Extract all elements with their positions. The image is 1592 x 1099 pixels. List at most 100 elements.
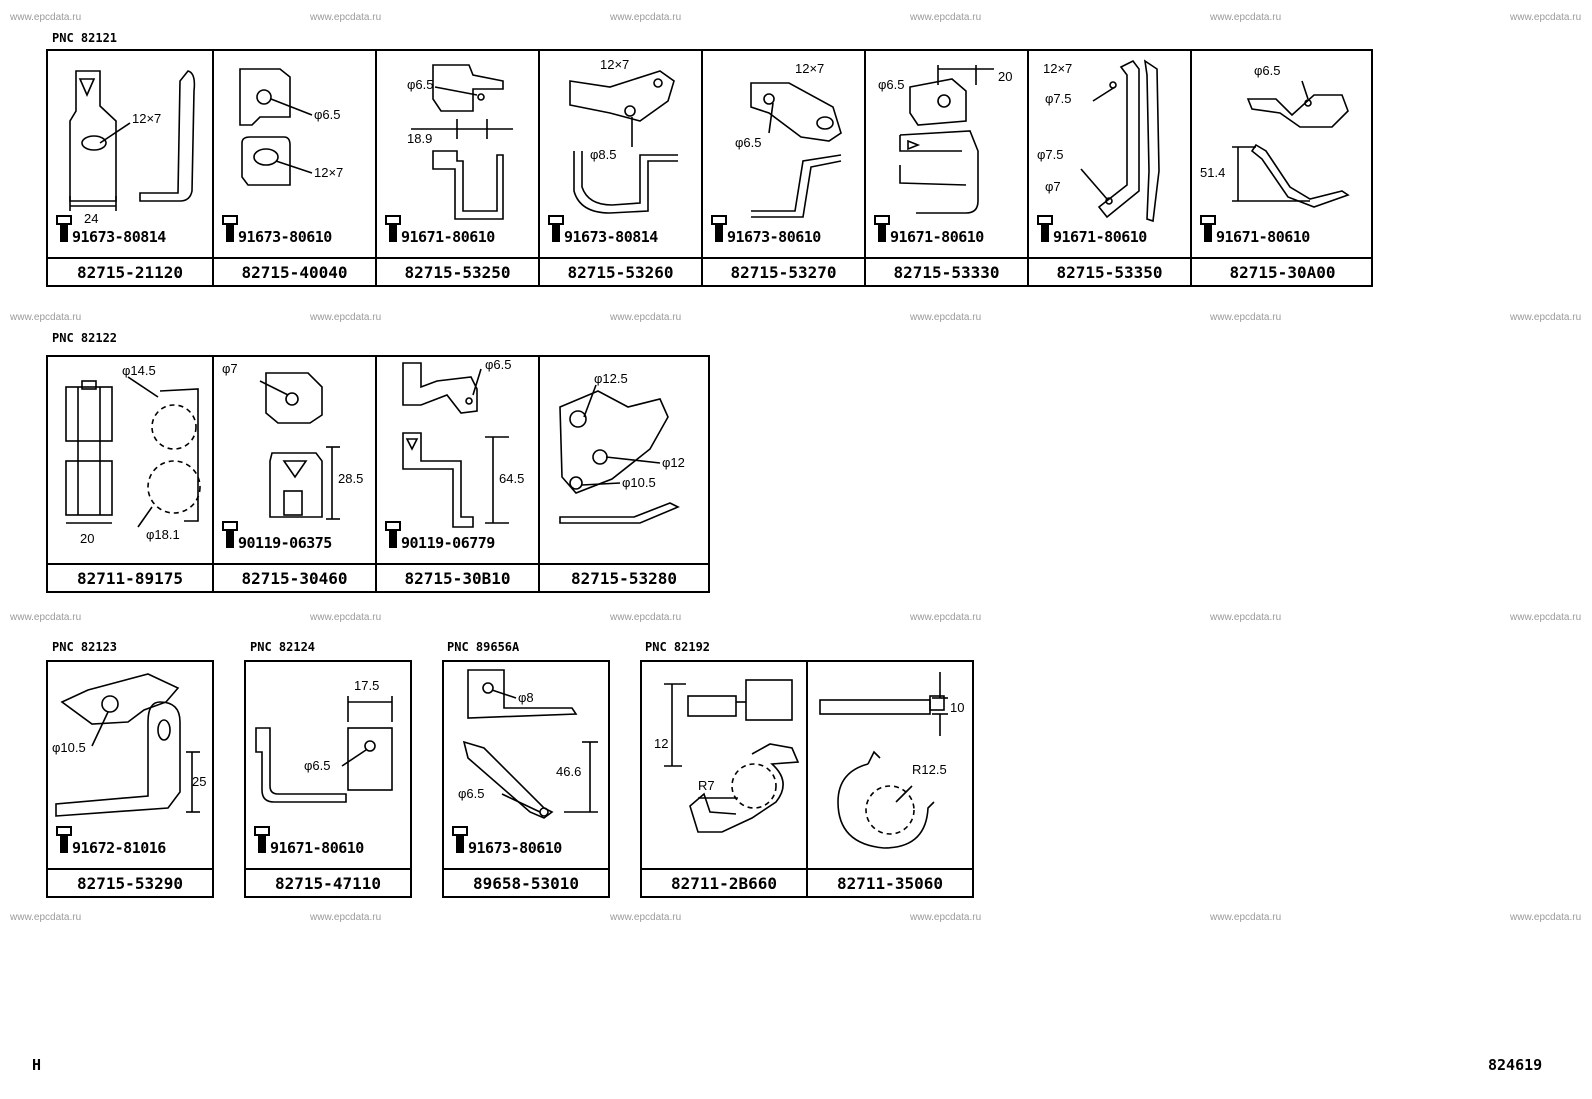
bracket-drawing: φ8 46.6 φ6.5 [458,669,598,819]
bracket-drawing: 12×7 24 [69,70,196,226]
dim-label: 46.6 [556,764,581,779]
part-number: 82715-53270 [703,257,864,287]
part-cell[interactable]: φ7 28.5 90119-06375 82715-30460 [214,357,377,591]
dim-label: 18.9 [407,131,432,146]
bolt-part-number: 91673-80610 [468,839,562,857]
clip-drawing: 12 R7 [654,679,800,833]
dim-label: φ18.1 [146,527,180,542]
bracket-drawing: φ6.5 18.9 [407,64,513,220]
bolt-part-number: 91672-81016 [72,839,166,857]
bolt-icon [1037,215,1053,242]
parts-table-82122: φ14.5 20 φ18.1 82711-89175 φ7 28.5 [46,355,710,593]
part-cell[interactable]: 12×7 φ6.5 91673-80610 82715-53270 [703,51,866,285]
bolt-icon [1200,215,1216,242]
part-cell[interactable]: φ6.5 12×7 91673-80610 82715-40040 [214,51,377,285]
watermark-text: www.epcdata.ru [1210,912,1282,923]
bolt-icon [222,521,238,548]
dim-label: 28.5 [338,471,363,486]
bolt-icon [385,521,401,548]
watermark-text: www.epcdata.ru [610,612,682,623]
pnc-label: PNC 82124 [250,640,316,654]
part-number: 82715-21120 [48,257,212,287]
part-cell[interactable]: φ6.5 64.5 90119-06779 82715-30B10 [377,357,540,591]
watermark-text: www.epcdata.ru [10,612,82,623]
part-cell[interactable]: 12 R7 82711-2B660 [642,662,808,896]
part-cell[interactable]: φ14.5 20 φ18.1 82711-89175 [48,357,214,591]
part-number: 82715-30A00 [1192,257,1373,287]
watermark-text: www.epcdata.ru [310,12,382,23]
pnc-label: PNC 82122 [52,331,118,345]
watermark-text: www.epcdata.ru [1510,12,1582,23]
pnc-label: PNC 82121 [52,31,118,45]
bracket-drawing: φ6.5 20 [878,65,1012,214]
watermark-text: www.epcdata.ru [310,612,382,623]
part-cell[interactable]: 10 R12.5 82711-35060 [808,662,972,896]
bracket-drawing: 12×7 φ8.5 [569,57,678,214]
pnc-label: PNC 82123 [52,640,118,654]
part-cell[interactable]: φ12.5 φ12 φ10.5 82715-53280 [540,357,708,591]
bolt-icon [548,215,564,242]
part-cell[interactable]: 12×7 φ7.5 φ7.5 φ7 91671-80610 82715-5335… [1029,51,1192,285]
bolt-part-number: 91671-80610 [270,839,364,857]
parts-table-82121: 12×7 24 91673-80814 82715-21120 φ6.5 12×… [46,49,1373,287]
bolt-icon [56,826,72,853]
part-number: 82715-30460 [214,563,375,593]
bolt-icon [711,215,727,242]
dim-label: φ6.5 [458,786,485,801]
dim-label: 51.4 [1200,165,1225,180]
dim-label: φ7 [222,361,238,376]
dim-label: φ6.5 [485,357,512,372]
part-number: 82715-53290 [48,868,212,898]
dim-label: φ6.5 [1254,63,1281,78]
part-number: 89658-53010 [444,868,608,898]
bracket-drawing: φ10.5 25 [52,673,206,817]
part-cell[interactable]: φ6.5 51.4 91671-80610 82715-30A00 [1192,51,1373,285]
dim-label: 17.5 [354,678,379,693]
dim-label: 12×7 [314,165,343,180]
watermark-text: www.epcdata.ru [10,912,82,923]
bolt-icon [452,826,468,853]
watermark-text: www.epcdata.ru [1210,312,1282,323]
dim-label: 12×7 [795,61,824,76]
part-cell[interactable]: φ8 46.6 φ6.5 91673-80610 89658-53010 [444,662,608,896]
part-cell[interactable]: φ10.5 25 91672-81016 82715-53290 [48,662,212,896]
part-cell[interactable]: 12×7 24 91673-80814 82715-21120 [48,51,214,285]
dim-label: 24 [84,211,98,226]
dim-label: 12×7 [1043,61,1072,76]
dim-label: 20 [80,531,94,546]
bracket-drawing: 12×7 φ6.5 [735,61,842,218]
part-cell[interactable]: 17.5 φ6.5 91671-80610 82715-47110 [246,662,410,896]
bolt-part-number: 91671-80610 [1216,228,1310,246]
bracket-drawing: φ6.5 64.5 [402,357,524,528]
watermark-text: www.epcdata.ru [10,312,82,323]
bolt-part-number: 91673-80610 [727,228,821,246]
bolt-icon [254,826,270,853]
part-number: 82711-35060 [808,868,972,898]
watermark-text: www.epcdata.ru [1510,312,1582,323]
bolt-icon [222,215,238,242]
dim-label: φ12 [662,455,685,470]
dim-label: φ6.5 [314,107,341,122]
part-number: 82715-47110 [246,868,410,898]
dim-label: R12.5 [912,762,947,777]
watermark-text: www.epcdata.ru [910,612,982,623]
part-number: 82715-40040 [214,257,375,287]
watermark-text: www.epcdata.ru [1210,12,1282,23]
dim-label: φ8.5 [590,147,617,162]
watermark-text: www.epcdata.ru [1210,612,1282,623]
part-number: 82715-53330 [866,257,1027,287]
part-cell[interactable]: φ6.5 20 91671-80610 82715-53330 [866,51,1029,285]
part-number: 82715-30B10 [377,563,538,593]
dim-label: φ6.5 [878,77,905,92]
part-cell[interactable]: φ6.5 18.9 91671-80610 82715-53250 [377,51,540,285]
part-number: 82711-2B660 [642,868,806,898]
part-cell[interactable]: 12×7 φ8.5 91673-80814 82715-53260 [540,51,703,285]
dim-label: 25 [192,774,206,789]
watermark-text: www.epcdata.ru [1510,912,1582,923]
dim-label: φ6.5 [735,135,762,150]
bracket-drawing: φ6.5 51.4 [1200,63,1350,208]
bolt-part-number: 90119-06779 [401,534,495,552]
dim-label: φ10.5 [52,740,86,755]
bolt-part-number: 91671-80610 [1053,228,1147,246]
bolt-part-number: 91673-80610 [238,228,332,246]
